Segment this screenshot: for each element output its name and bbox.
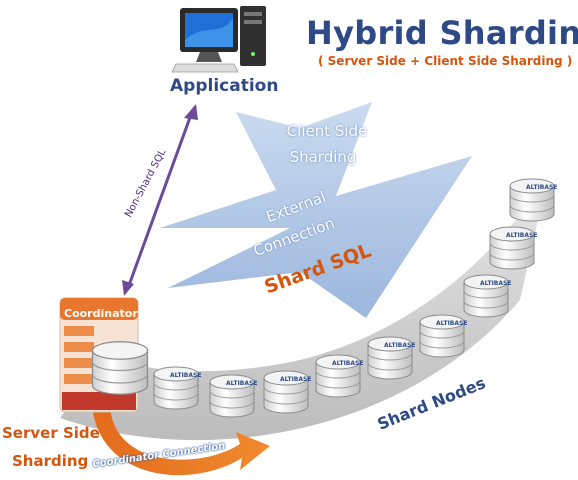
client-side-label: Client Side [286,122,368,140]
non-shard-sql-arrow [122,104,198,296]
application-label: Application [170,76,279,96]
coordinator-connection-arrow [92,404,270,476]
node-brand-logo: ALTIBASE [480,280,511,287]
server-side-sharding-label: Sharding [12,452,89,470]
node-brand-logo: ALTIBASE [384,342,415,349]
coordinator-db-icon [91,341,149,395]
server-side-label: Server Side [2,424,100,442]
node-brand-logo: ALTIBASE [332,360,363,367]
diagram-title: Hybrid Sharding [306,14,578,52]
client-side-arrow [160,102,472,318]
node-brand-logo: ALTIBASE [170,372,201,379]
node-brand-logo: ALTIBASE [280,376,311,383]
client-side-sharding-label: Sharding [289,148,357,166]
node-brand-logo: ALTIBASE [506,232,537,239]
coordinator-label: Coordinator [64,307,138,320]
computer-icon [171,6,266,73]
diagram-subtitle: ( Server Side + Client Side Sharding ) [318,54,573,68]
node-brand-logo: ALTIBASE [526,184,557,191]
node-brand-logo: ALTIBASE [436,320,467,327]
node-brand-logo: ALTIBASE [226,380,257,387]
